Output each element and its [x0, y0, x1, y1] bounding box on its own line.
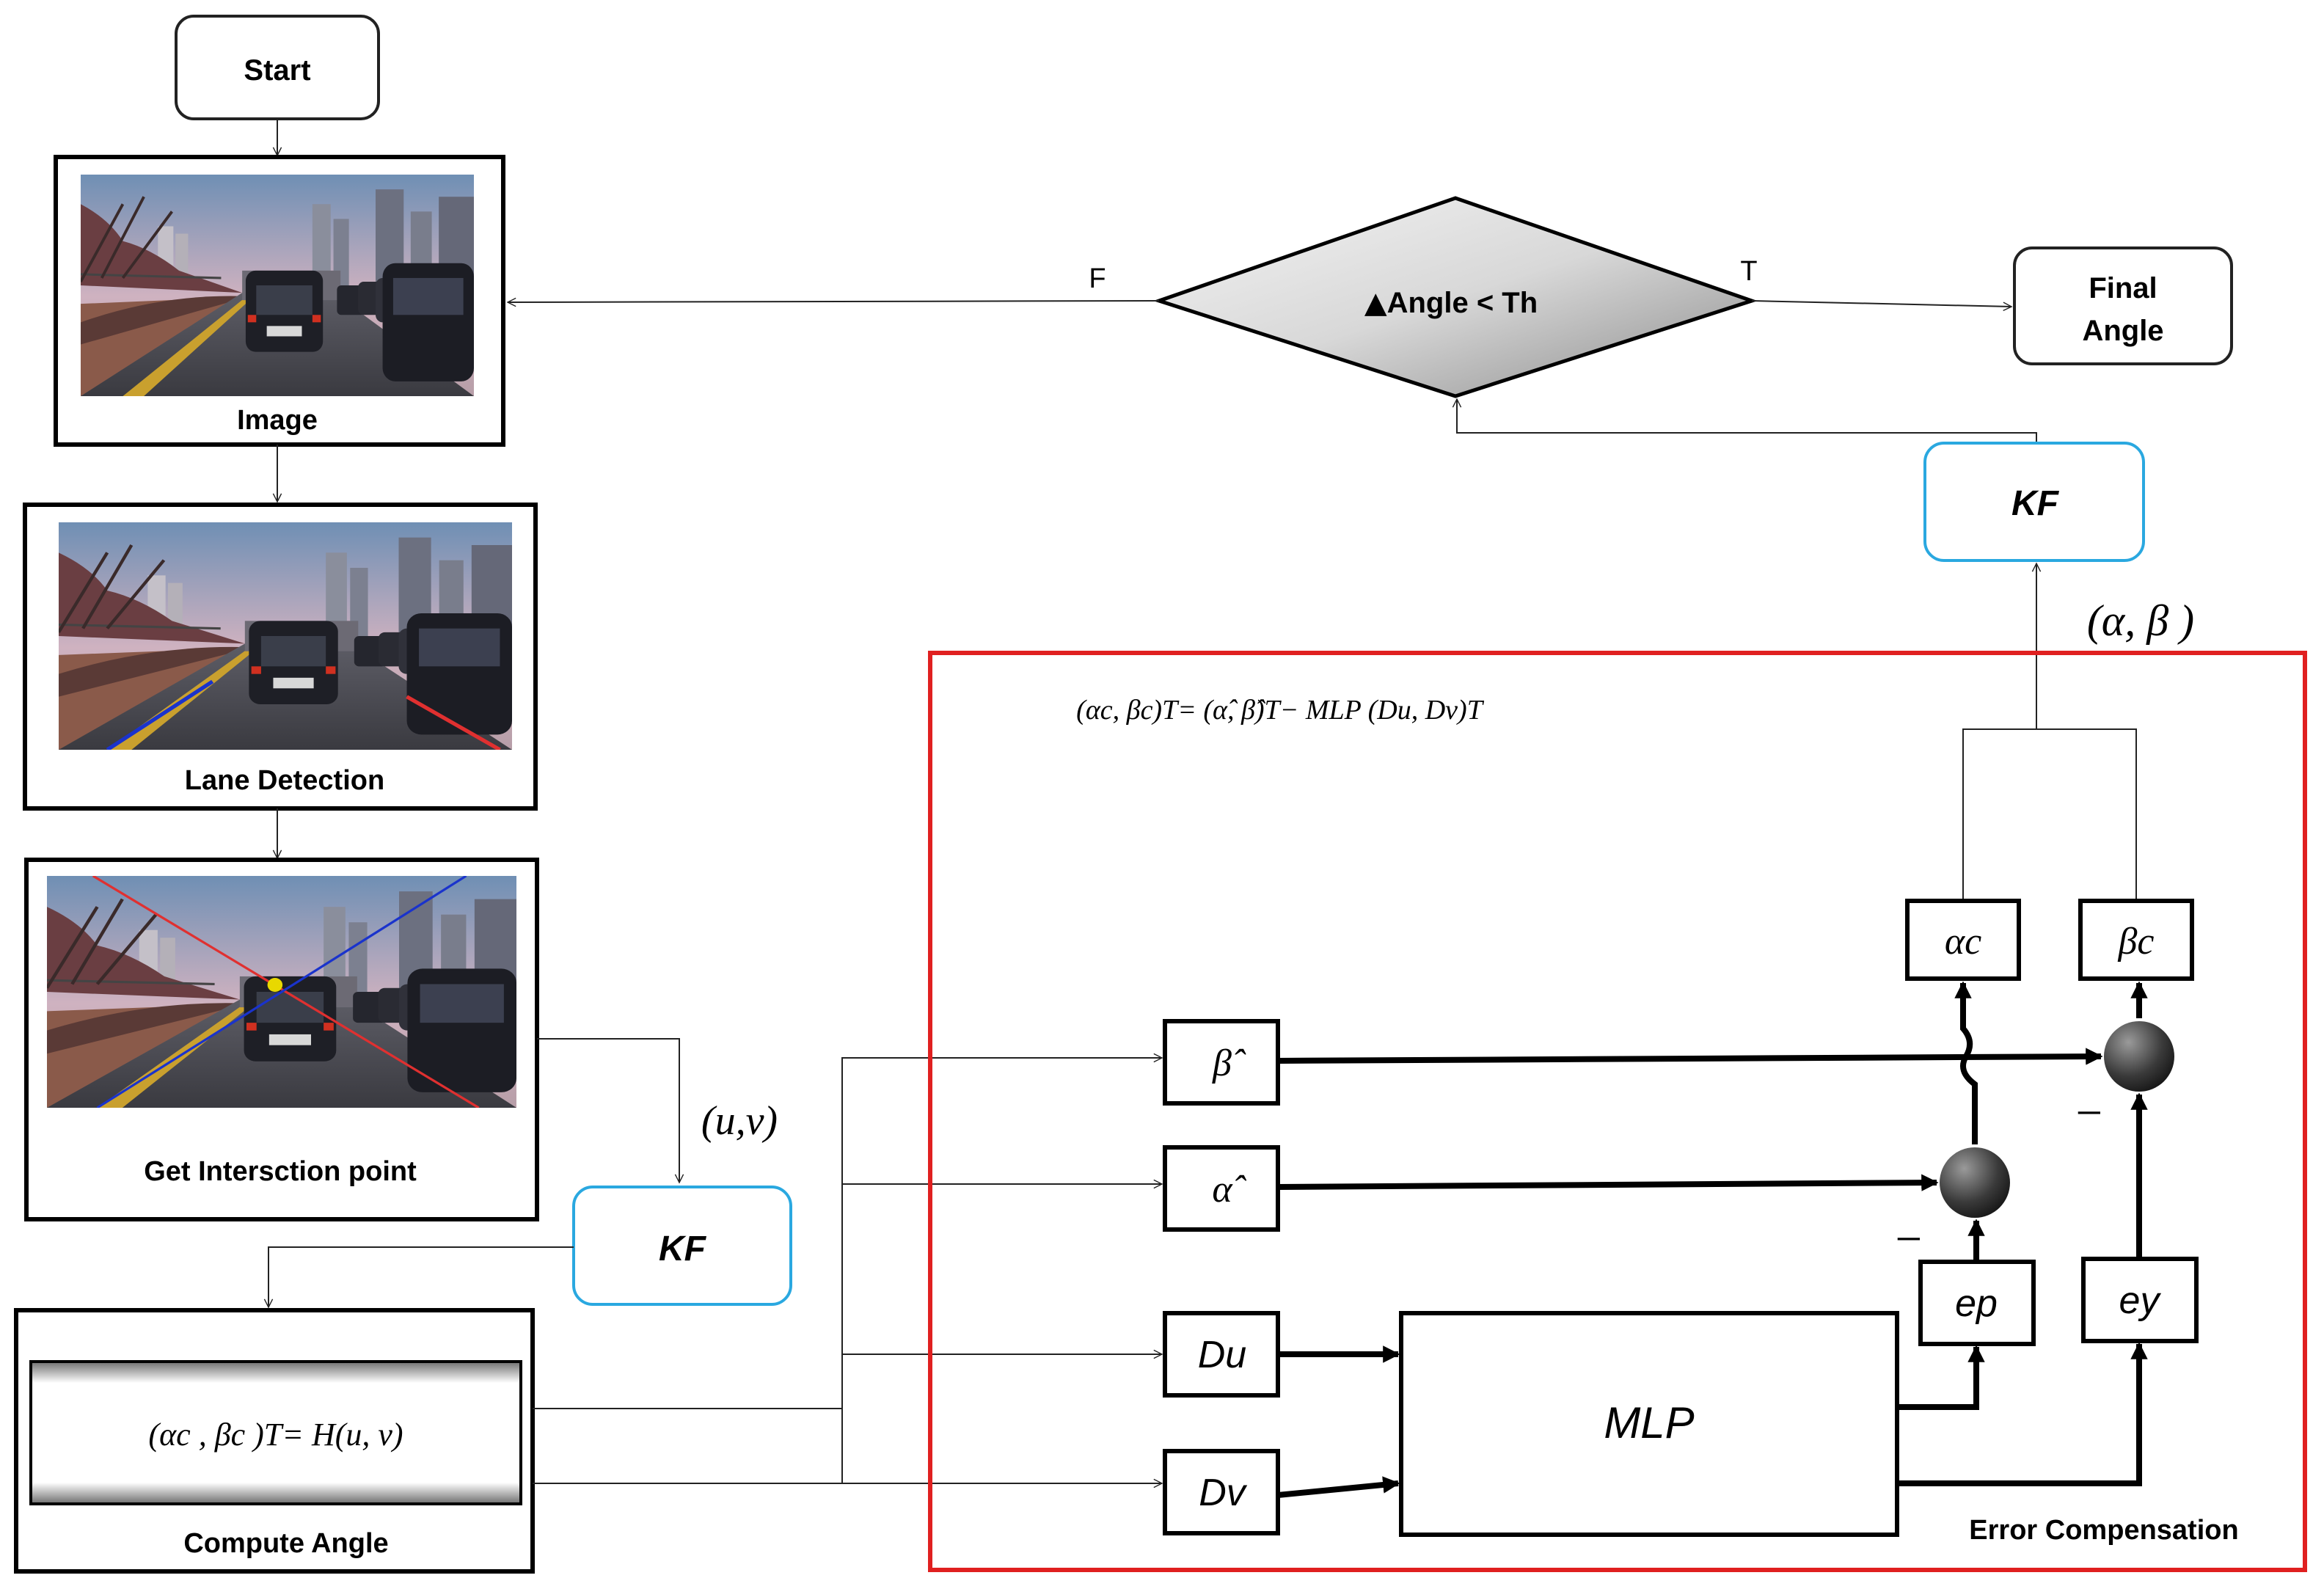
beta-c-label: βc: [2118, 921, 2155, 962]
beta-sum-junction: [2104, 1021, 2174, 1092]
intersection-label: Get Intersction point: [144, 1156, 417, 1187]
false-branch-label: F: [1089, 263, 1106, 294]
alpha-minus-sign: _: [1898, 1199, 1921, 1241]
du-box: Du: [1163, 1311, 1280, 1398]
beta-minus-sign: _: [2078, 1073, 2101, 1115]
final-label-line2: Angle: [2082, 315, 2163, 347]
dv-label: Dv: [1199, 1472, 1248, 1514]
final-label-line1: Final: [2089, 272, 2157, 304]
ep-box: ep: [1918, 1260, 2036, 1346]
error-compensation-block: (αc, βc)T= (α̂, β̂)T− MLP (Du, Dv)T Erro…: [928, 651, 2307, 1572]
ey-label: ey: [2119, 1279, 2162, 1322]
kf-left-label: KF: [659, 1230, 707, 1268]
start-node: Start: [175, 15, 380, 120]
compute-angle-label: Compute Angle: [183, 1528, 388, 1559]
ey-box: ey: [2081, 1257, 2199, 1343]
alpha-c-box: αc: [1905, 899, 2021, 981]
lane-detection-label: Lane Detection: [185, 765, 384, 796]
final-angle-node: Final Angle: [2013, 246, 2233, 365]
kf-top-node: KF: [1923, 442, 2145, 562]
alpha-hat-box: α̂: [1163, 1145, 1280, 1232]
error-compensation-title: Error Compensation: [1969, 1515, 2238, 1546]
decision-text: ▲Angle < Th: [1364, 286, 1538, 320]
intersection-step: Get Intersction point: [24, 858, 539, 1221]
image-step: Image: [54, 155, 505, 447]
uv-label: (u,v): [701, 1098, 778, 1144]
dv-box: Dv: [1163, 1449, 1280, 1535]
beta-c-box: βc: [2078, 899, 2194, 981]
intersection-point-marker: [267, 978, 283, 992]
du-label: Du: [1198, 1334, 1246, 1376]
start-label: Start: [244, 54, 310, 87]
lane-detection-step: Lane Detection: [23, 503, 538, 811]
compute-angle-step: (αc , βc )T= H(u, v) Compute Angle: [14, 1308, 535, 1574]
alpha-c-label: αc: [1945, 921, 1981, 962]
alpha-beta-output-label: (α, β ): [2087, 596, 2194, 645]
ep-label: ep: [1955, 1282, 1998, 1325]
kf-top-label: KF: [2011, 484, 2060, 523]
alpha-sum-junction: [1940, 1147, 2010, 1218]
intersection-photo: [47, 876, 516, 1108]
error-compensation-formula: (αc, βc)T= (α̂, β̂)T− MLP (Du, Dv)T: [1076, 695, 1485, 726]
compute-formula: (αc , βc )T= H(u, v): [148, 1417, 403, 1453]
lane-detection-photo: [59, 522, 512, 750]
true-branch-label: T: [1740, 256, 1757, 287]
mlp-label: MLP: [1604, 1398, 1694, 1447]
beta-hat-box: β̂: [1163, 1019, 1280, 1106]
decision-node: ▲Angle < Th: [1153, 196, 1758, 398]
road-photo: [81, 175, 474, 396]
kf-left-node: KF: [572, 1186, 792, 1306]
mlp-box: MLP: [1399, 1311, 1899, 1537]
image-label: Image: [237, 405, 318, 436]
